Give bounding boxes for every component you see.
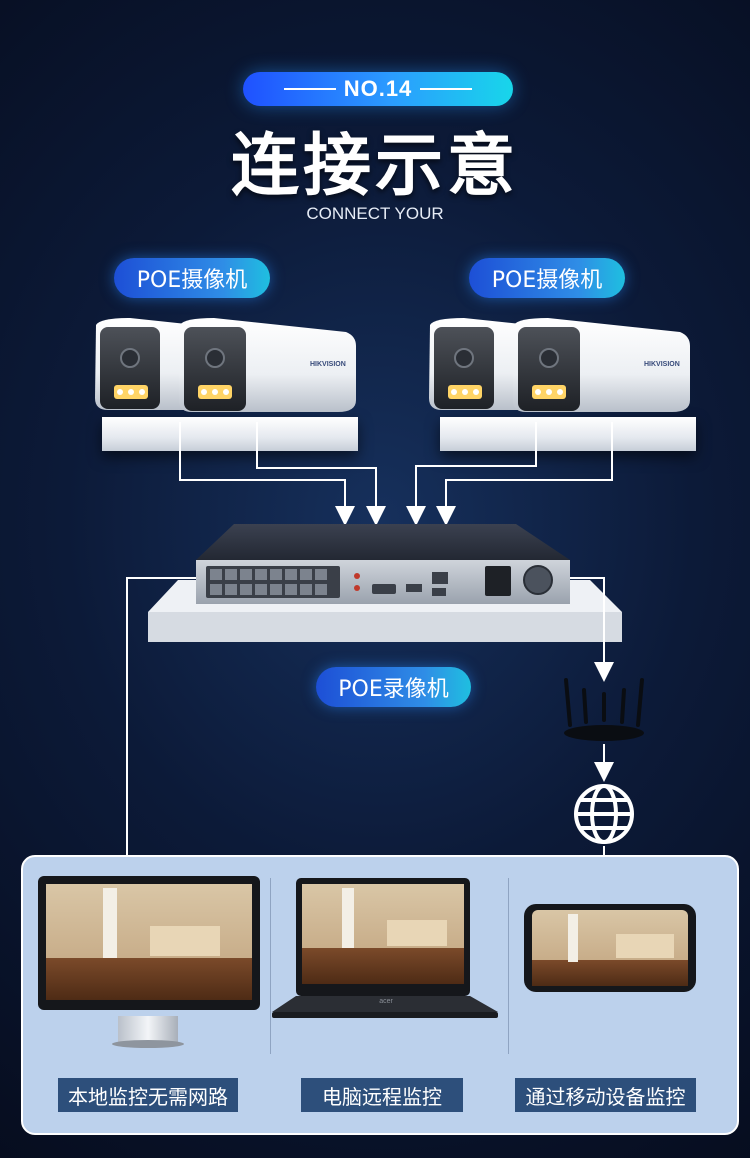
panel-divider — [270, 878, 271, 1054]
mobile-monitoring-label: 通过移动设备监控 — [515, 1078, 696, 1112]
globe-icon — [574, 784, 634, 844]
local-cable — [117, 577, 196, 890]
badge-line-left — [283, 88, 336, 90]
camera-icon — [179, 318, 356, 412]
nvr-device-icon — [196, 524, 570, 604]
camera-brand: HIKVISION — [310, 361, 346, 368]
local-monitoring-label: 本地监控无需网路 — [58, 1078, 238, 1112]
badge-line-right — [420, 88, 473, 90]
camera-cables — [179, 422, 613, 526]
phone-icon — [524, 904, 696, 992]
nvr-shelf-front — [148, 612, 622, 642]
nvr-label: POE录像机 — [316, 667, 471, 707]
laptop-icon — [272, 878, 498, 1018]
laptop-brand: acer — [379, 998, 393, 1005]
camera-icon — [513, 318, 690, 412]
number-badge: NO.14 — [243, 72, 513, 106]
pc-monitoring-label: 电脑远程监控 — [301, 1078, 463, 1112]
monitor-icon — [38, 876, 260, 1048]
left-camera-shelf — [102, 417, 358, 451]
camera-brand: HIKVISION — [644, 361, 680, 368]
page-subtitle: CONNECT YOUR — [306, 204, 444, 223]
left-camera-label: POE摄像机 — [114, 258, 270, 298]
panel-divider — [508, 878, 509, 1054]
badge-text: NO.14 — [343, 76, 413, 101]
router-cable — [570, 577, 614, 682]
page-title: 连接示意 — [230, 127, 519, 206]
right-camera-shelf — [440, 417, 696, 451]
router-icon — [564, 678, 644, 741]
right-camera-label: POE摄像机 — [469, 258, 625, 298]
